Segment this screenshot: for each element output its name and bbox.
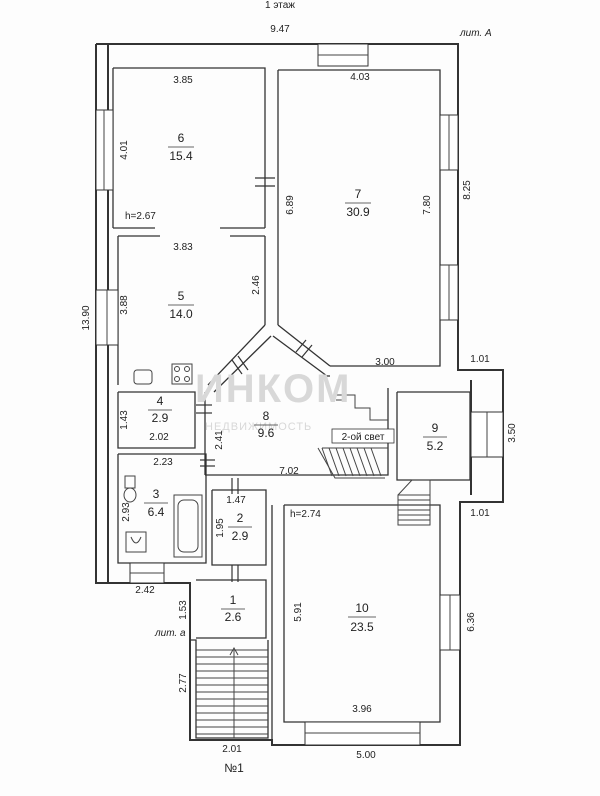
room-6: 6 15.4 xyxy=(168,131,194,163)
room-3: 3 6.4 xyxy=(144,487,168,519)
room-8: 8 9.6 xyxy=(254,409,278,440)
room-number: 7 xyxy=(355,187,362,201)
room-9: 9 5.2 xyxy=(423,421,447,453)
bathtub-icon xyxy=(173,494,203,558)
room-number: 1 xyxy=(230,593,237,607)
door-marks xyxy=(196,177,313,582)
room-area: 2.9 xyxy=(232,529,249,543)
room-1: 1 2.6 xyxy=(221,593,245,624)
fixtures xyxy=(123,363,203,558)
dimension-label: 2.23 xyxy=(153,457,173,468)
dimension-label: 1.53 xyxy=(178,600,189,620)
stairs-entrance xyxy=(196,646,268,738)
room-number: 6 xyxy=(178,131,185,145)
room-number: 10 xyxy=(355,601,369,615)
stairs-room-10 xyxy=(397,479,431,526)
toilet-icon xyxy=(124,475,136,489)
second-light-box xyxy=(331,428,395,444)
dimension-label: 2.77 xyxy=(178,673,189,693)
entrance-number-label: №1 xyxy=(224,761,244,775)
room-number: 3 xyxy=(153,487,160,501)
washbasin-icon xyxy=(125,531,147,553)
room-area: 5.2 xyxy=(427,439,444,453)
dimension-label: 1.43 xyxy=(119,410,130,430)
dimension-label: 2.46 xyxy=(251,275,262,295)
windows xyxy=(95,43,504,746)
dimension-label: 3.85 xyxy=(173,75,193,86)
entrance-litera-label: лит. а xyxy=(154,628,186,639)
room-area: 30.9 xyxy=(346,205,370,219)
dimension-label: 2.42 xyxy=(135,585,155,596)
room-2: 2 2.9 xyxy=(228,511,252,543)
watermark-subtext: НЕДВИЖИМОСТЬ xyxy=(205,421,312,433)
dimension-label: 2.41 xyxy=(214,430,225,450)
litera-label: лит. А xyxy=(459,28,492,39)
room-7: 7 30.9 xyxy=(345,187,371,219)
floor-label: 1 этаж xyxy=(265,0,295,11)
dimension-label: 5.00 xyxy=(356,750,376,761)
dimension-label: 7.80 xyxy=(422,195,433,215)
dimension-label: 4.01 xyxy=(119,140,130,160)
dimension-label: 3.88 xyxy=(119,295,130,315)
dimension-label: 4.03 xyxy=(350,72,370,83)
room-number: 9 xyxy=(432,421,439,435)
room-area: 2.9 xyxy=(152,411,169,425)
dimension-label: 6.89 xyxy=(285,195,296,215)
dimension-labels: 3.85 4.03 3.83 3.00 1.01 2.02 7.02 2.23 … xyxy=(81,72,518,761)
dimension-label: 3.50 xyxy=(507,423,518,443)
kitchen-sink-icon xyxy=(133,369,153,385)
watermark-text: ИНКОМ xyxy=(195,367,351,411)
dimension-label: 2.02 xyxy=(149,432,169,443)
overall-width-dimension: 9.47 xyxy=(270,24,290,35)
dimension-label: 1.95 xyxy=(215,518,226,538)
room-area: 9.6 xyxy=(258,426,275,440)
room-area: 2.6 xyxy=(225,610,242,624)
room-area: 14.0 xyxy=(169,307,193,321)
dimension-label: 13.90 xyxy=(81,305,92,330)
dimension-label: 1.01 xyxy=(470,508,490,519)
ceiling-height-note: h=2.67 xyxy=(125,211,156,222)
dimension-label: 6.36 xyxy=(466,612,477,632)
dimension-label: 1.01 xyxy=(470,354,490,365)
dimension-label: 8.25 xyxy=(462,180,473,200)
dimension-label: 2.01 xyxy=(222,744,242,755)
dimension-label: 1.47 xyxy=(226,495,246,506)
dimension-label: 7.02 xyxy=(279,466,299,477)
second-light-note: 2-ой свет xyxy=(342,432,385,443)
room-number: 8 xyxy=(263,409,270,423)
room-10: 10 23.5 xyxy=(348,601,376,634)
stove-icon xyxy=(171,363,193,385)
room-4: 4 2.9 xyxy=(148,394,172,425)
dimension-label: 5.91 xyxy=(293,602,304,622)
dimension-label: 3.83 xyxy=(173,242,193,253)
dimension-label: 3.00 xyxy=(375,357,395,368)
room-number: 4 xyxy=(157,394,164,408)
room-area: 6.4 xyxy=(148,505,165,519)
ceiling-height-note: h=2.74 xyxy=(290,509,321,520)
dimension-label: 2.93 xyxy=(121,502,132,522)
stairs-second-light xyxy=(317,394,388,479)
interior-walls xyxy=(112,67,471,745)
room-5: 5 14.0 xyxy=(168,289,194,321)
room-area: 15.4 xyxy=(169,149,193,163)
dimension-label: 3.96 xyxy=(352,704,372,715)
room-number: 2 xyxy=(237,511,244,525)
room-area: 23.5 xyxy=(350,620,374,634)
room-number: 5 xyxy=(178,289,185,303)
room-labels: 6 15.4 7 30.9 5 14.0 4 2.9 8 9.6 9 5.2 xyxy=(144,131,447,634)
